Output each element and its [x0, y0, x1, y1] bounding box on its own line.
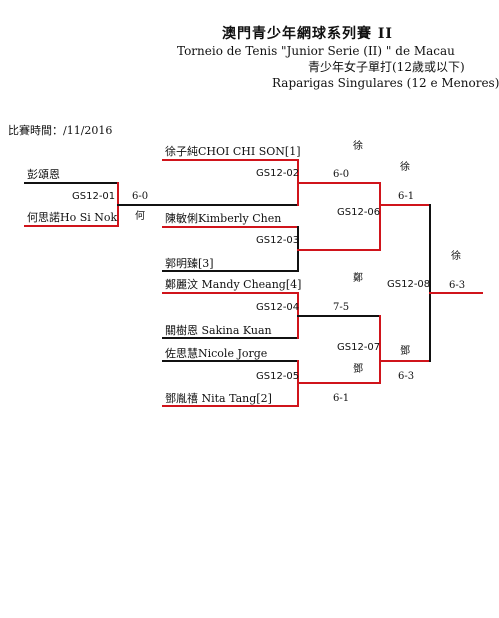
match-winner: 鄭 — [353, 273, 363, 284]
final-score: 6-3 — [449, 280, 466, 291]
player-name: 佐思慧Nicole Jorge — [165, 347, 268, 360]
match-code: GS12-02 — [256, 168, 300, 179]
match-code: GS12-04 — [256, 302, 300, 313]
player-name: 鄭麗汶 Mandy Cheang[4] — [165, 278, 302, 291]
match-score: 6-0 — [333, 169, 350, 180]
match-score: 7-5 — [333, 302, 350, 313]
match-winner: 鄧 — [400, 346, 410, 357]
match-code: GS12-05 — [256, 371, 300, 382]
match-winner: 何 — [135, 211, 145, 222]
event-name-zh: 青少年女子單打(12歲或以下) — [308, 60, 465, 74]
event-name-pt: Raparigas Singulares (12 e Menores) — [272, 76, 499, 90]
match-winner: 徐 — [400, 162, 410, 173]
player-name: 何思諾Ho Si Nok — [27, 211, 118, 224]
match-code: GS12-01 — [72, 191, 116, 202]
player-name: 鄧胤禧 Nita Tang[2] — [165, 392, 272, 405]
player-name: 徐子純CHOI CHI SON[1] — [165, 145, 301, 158]
match-score: 6-1 — [333, 393, 350, 404]
tournament-subtitle: Torneio de Tenis "Junior Serie (II) " de… — [177, 44, 455, 58]
match-code: GS12-06 — [337, 207, 381, 218]
match-score: 6-0 — [132, 191, 149, 202]
player-name: 陳敏俐Kimberly Chen — [165, 212, 282, 225]
match-score: 6-3 — [398, 371, 415, 382]
match-code: GS12-07 — [337, 342, 381, 353]
player-name: 郭明臻[3] — [165, 257, 214, 270]
match-score: 6-1 — [398, 191, 415, 202]
match-date-label: 比賽時間：/11/2016 — [8, 124, 113, 137]
match-winner: 徐 — [353, 141, 363, 152]
match-code: GS12-03 — [256, 235, 300, 246]
match-code: GS12-08 — [387, 279, 431, 290]
match-winner: 鄧 — [353, 364, 363, 375]
player-name: 關樹恩 Sakina Kuan — [165, 324, 272, 337]
player-name: 彭頌恩 — [27, 168, 60, 181]
champion-name: 徐 — [451, 251, 461, 262]
tournament-title: 澳門青少年網球系列賽 II — [222, 26, 393, 42]
